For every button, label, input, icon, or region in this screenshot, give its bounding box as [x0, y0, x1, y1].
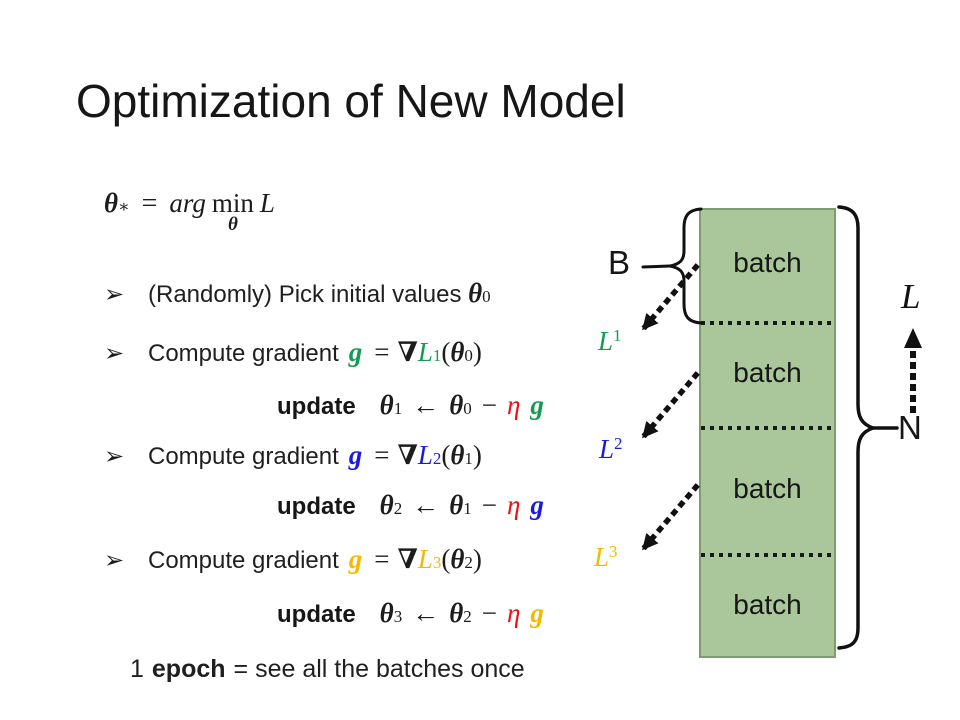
loss-L2: L [599, 434, 615, 464]
compute-text: Compute gradient [148, 340, 339, 367]
left-arrow-symbol: ← [412, 490, 440, 520]
loss-callout-L2: L2 [599, 434, 623, 465]
batch-cell-label-3: batch [733, 473, 802, 504]
loss-symbol: L [259, 188, 275, 218]
theta-3: θ [379, 598, 394, 628]
eta-symbol: η [506, 598, 521, 628]
paren: ) [472, 337, 482, 367]
objective-formula: θ∗ = arg min θ L [104, 188, 275, 235]
loss-L2-sup: 2 [614, 434, 623, 453]
minus-sign: − [481, 390, 497, 420]
theta-0: θ [468, 278, 483, 308]
arrow-batch3-to-L3 [640, 483, 700, 552]
min-text: min [211, 188, 254, 218]
arg-text: arg [169, 188, 206, 218]
nabla-symbol: ∇ [397, 440, 418, 470]
epoch-note: 1 epoch = see all the batches once [130, 652, 525, 688]
paren: ( [441, 544, 451, 574]
batch-cell-label-2: batch [733, 357, 802, 388]
theta-2: θ [450, 544, 465, 574]
minus-sign: − [481, 598, 497, 628]
loss-L3-sup: 3 [609, 542, 618, 561]
theta-0: θ [449, 390, 464, 420]
theta-1: θ [449, 490, 464, 520]
compute-text: Compute gradient [148, 547, 339, 574]
bullet-arrow-icon: ➢ [104, 443, 125, 470]
batch-loss-arrows [640, 263, 700, 552]
batch-size-brace [641, 207, 703, 325]
theta-2: θ [379, 490, 394, 520]
bullet-arrow-icon: ➢ [104, 340, 125, 367]
dataset-size-label: N [898, 409, 922, 446]
nabla-symbol: ∇ [397, 544, 418, 574]
update-text: update [277, 493, 356, 520]
equals-sign: = [374, 440, 390, 470]
min-operator: min θ [211, 188, 254, 235]
gradient-g: g [348, 337, 363, 367]
epoch-word: epoch [151, 655, 226, 683]
batch-cell-label-4: batch [733, 589, 802, 620]
loss-callout-L3: L3 [594, 542, 618, 573]
batch-separator [701, 553, 834, 557]
eta-symbol: η [506, 390, 521, 420]
loss-L3: L [417, 544, 433, 574]
gradient-g: g [348, 440, 363, 470]
loss-L1-sup: 1 [613, 326, 622, 345]
total-loss-label: L [901, 277, 921, 316]
eta-symbol: η [506, 490, 521, 520]
minus-sign: − [481, 490, 497, 520]
slide-title: Optimization of New Model [76, 75, 626, 127]
left-arrow-symbol: ← [412, 598, 440, 628]
update-text: update [277, 393, 356, 420]
arrow-batch2-to-L2 [640, 371, 700, 440]
left-arrow-symbol: ← [412, 390, 440, 420]
theta-1: θ [450, 440, 465, 470]
bullet-arrow-icon: ➢ [104, 281, 125, 308]
paren: ( [441, 440, 451, 470]
gradient-g: g [530, 390, 544, 420]
paren: ( [441, 337, 451, 367]
update-text: update [277, 601, 356, 628]
theta-0: θ [450, 337, 465, 367]
bullet-arrow-icon: ➢ [104, 547, 125, 574]
dataset-box [699, 208, 836, 658]
loss-callout-L1: L1 [598, 326, 622, 357]
min-subscript-theta: θ [227, 214, 238, 235]
loss-L2: L [417, 440, 433, 470]
loss-L1: L [598, 326, 614, 356]
loss-L3: L [594, 542, 610, 572]
arrow-batch1-to-L1 [640, 263, 700, 332]
loss-up-arrow [904, 328, 922, 413]
loss-L1: L [417, 337, 433, 367]
paren: ) [472, 544, 482, 574]
compute-text: Compute gradient [148, 443, 339, 470]
batch-separator [701, 321, 834, 325]
theta-1: θ [379, 390, 394, 420]
equals-sign: = [374, 544, 390, 574]
paren: ) [472, 440, 482, 470]
batch-cell-label-1: batch [733, 247, 802, 278]
equals-sign: = [374, 337, 390, 367]
batch-separator [701, 426, 834, 430]
dataset-brace [837, 205, 899, 650]
gradient-g: g [348, 544, 363, 574]
gradient-g: g [530, 490, 544, 520]
nabla-symbol: ∇ [397, 337, 418, 367]
epoch-number: 1 [130, 655, 144, 683]
equals-sign: = [141, 188, 158, 219]
pick-text: (Randomly) Pick initial values [148, 281, 469, 308]
theta-star: θ [104, 188, 119, 218]
batch-size-label: B [608, 244, 631, 281]
theta-2: θ [449, 598, 464, 628]
epoch-rest: = see all the batches once [233, 655, 525, 683]
gradient-g: g [530, 598, 544, 628]
